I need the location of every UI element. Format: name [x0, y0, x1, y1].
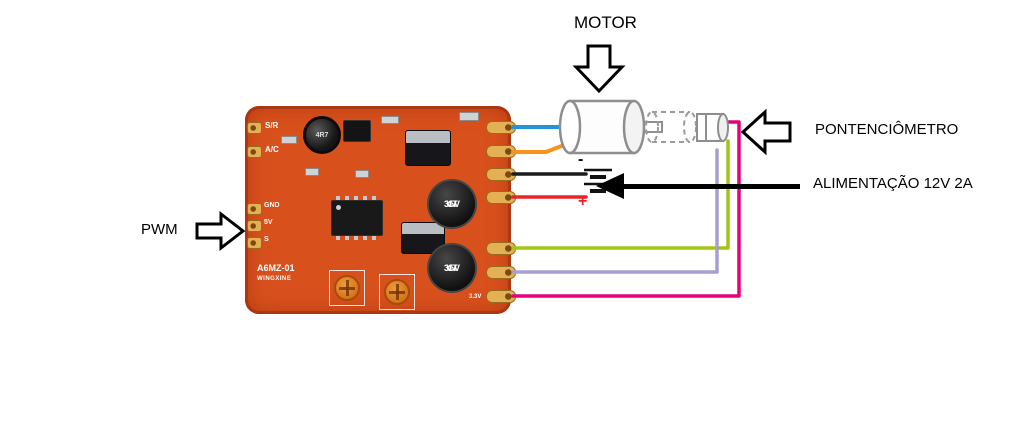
resistor: [305, 168, 319, 176]
motor-label: MOTOR: [574, 13, 637, 32]
trimmer-pot-2: [384, 279, 410, 305]
motor-cap-right: [622, 99, 646, 155]
ic-chip-small: [343, 120, 371, 142]
pad-right: [486, 290, 516, 303]
pad-left: [247, 237, 262, 249]
power-label: ALIMENTAÇÃO 12V 2A: [813, 175, 973, 192]
motor-body: [568, 99, 636, 155]
capacitor-text: 47: [446, 262, 457, 273]
pad-right: [486, 191, 516, 204]
pin-label-s: S: [264, 236, 269, 243]
resistor: [355, 170, 369, 178]
pin-label-5v: 5V: [264, 219, 273, 226]
motor-cap-left: [558, 99, 582, 155]
ic-pin1-dot: [336, 205, 341, 210]
resistor: [281, 136, 297, 144]
potentiometer-arrow-icon: [740, 108, 792, 156]
wire-pot-purple: [511, 148, 719, 274]
battery-minus-sign: -: [578, 151, 584, 168]
motor-arrow-icon: [572, 44, 626, 94]
pad-right: [486, 168, 516, 181]
capacitor-text: 35V: [443, 262, 460, 273]
board-small-label: 3.3V: [469, 294, 482, 300]
trimmer-outline-1: [329, 270, 365, 306]
pad-left: [247, 203, 262, 215]
coupler-ghost: [645, 111, 697, 143]
pad-right: [486, 145, 516, 158]
capacitor-text: VT: [446, 262, 458, 273]
trimmer-outline-2: [379, 274, 415, 310]
motor-graphic: [558, 99, 663, 155]
potentiometer-label: PONTENCIÔMETRO: [815, 121, 959, 138]
pad-left: [247, 122, 262, 134]
capacitor-text: VT: [446, 198, 458, 209]
motor-shaft: [635, 121, 663, 133]
capacitor-1: 47 35V VT: [427, 179, 477, 229]
pad-right: [486, 121, 516, 134]
wire-pot-magenta: [511, 120, 741, 298]
pad-right: [486, 266, 516, 279]
power-arrow-icon: [596, 173, 800, 199]
board-model: A6MZ-01: [257, 263, 295, 273]
mosfet-chip-top: [405, 130, 451, 166]
battery-symbol: [584, 168, 612, 193]
wire-pot-green: [511, 139, 730, 250]
capacitor-2: 47 35V VT: [427, 243, 477, 293]
driver-ic: [331, 196, 383, 240]
pwm-label: PWM: [141, 221, 178, 238]
ic-pins-top: [336, 196, 378, 200]
pcb-board: S/R A/C GND 5V S A6MZ-01 WINGXINE 3.3V 4…: [245, 106, 516, 314]
capacitor-text: 47: [446, 198, 457, 209]
pin-label-ac: A/C: [265, 145, 279, 154]
ic-pins-bottom: [336, 236, 378, 240]
capacitor-text: 35V: [443, 198, 460, 209]
pad-left: [247, 146, 262, 158]
potentiometer-graphic: [696, 113, 729, 142]
pad-right: [486, 242, 516, 255]
inductor-4r7: 4R7: [303, 116, 341, 154]
mosfet-chip-bottom: [401, 222, 445, 254]
pin-label-gnd: GND: [264, 202, 280, 209]
pwm-arrow-icon: [195, 210, 246, 252]
resistor: [459, 112, 479, 121]
pin-label-sr: S/R: [265, 121, 279, 130]
battery-plus-sign: +: [578, 193, 588, 210]
inductor-label: 4R7: [315, 131, 329, 139]
trimmer-pot-1: [334, 275, 360, 301]
wire-motor-orange: [511, 143, 566, 154]
resistor: [381, 116, 399, 124]
pad-left: [247, 220, 262, 232]
board-brand: WINGXINE: [257, 276, 292, 282]
